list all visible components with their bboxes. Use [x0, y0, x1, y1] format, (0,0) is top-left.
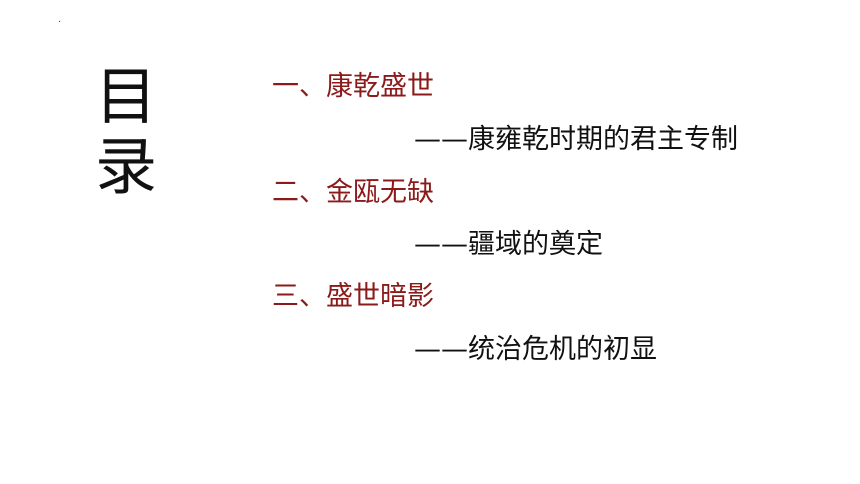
section-2-subtitle: ——疆域的奠定: [414, 229, 603, 260]
toc-heading-char-2: 录: [94, 130, 157, 203]
section-1-subtitle: ——康雍乾时期的君主专制: [414, 124, 738, 155]
toc-heading: 目 录: [86, 62, 166, 202]
section-3-subtitle: ——统治危机的初显: [414, 334, 657, 365]
section-2-title: 二、金瓯无缺: [272, 177, 434, 208]
section-1-title: 一、康乾盛世: [272, 71, 434, 102]
corner-mark: ·: [58, 17, 62, 28]
section-3-title: 三、盛世暗影: [272, 281, 434, 312]
toc-heading-char-1: 目: [94, 60, 157, 133]
